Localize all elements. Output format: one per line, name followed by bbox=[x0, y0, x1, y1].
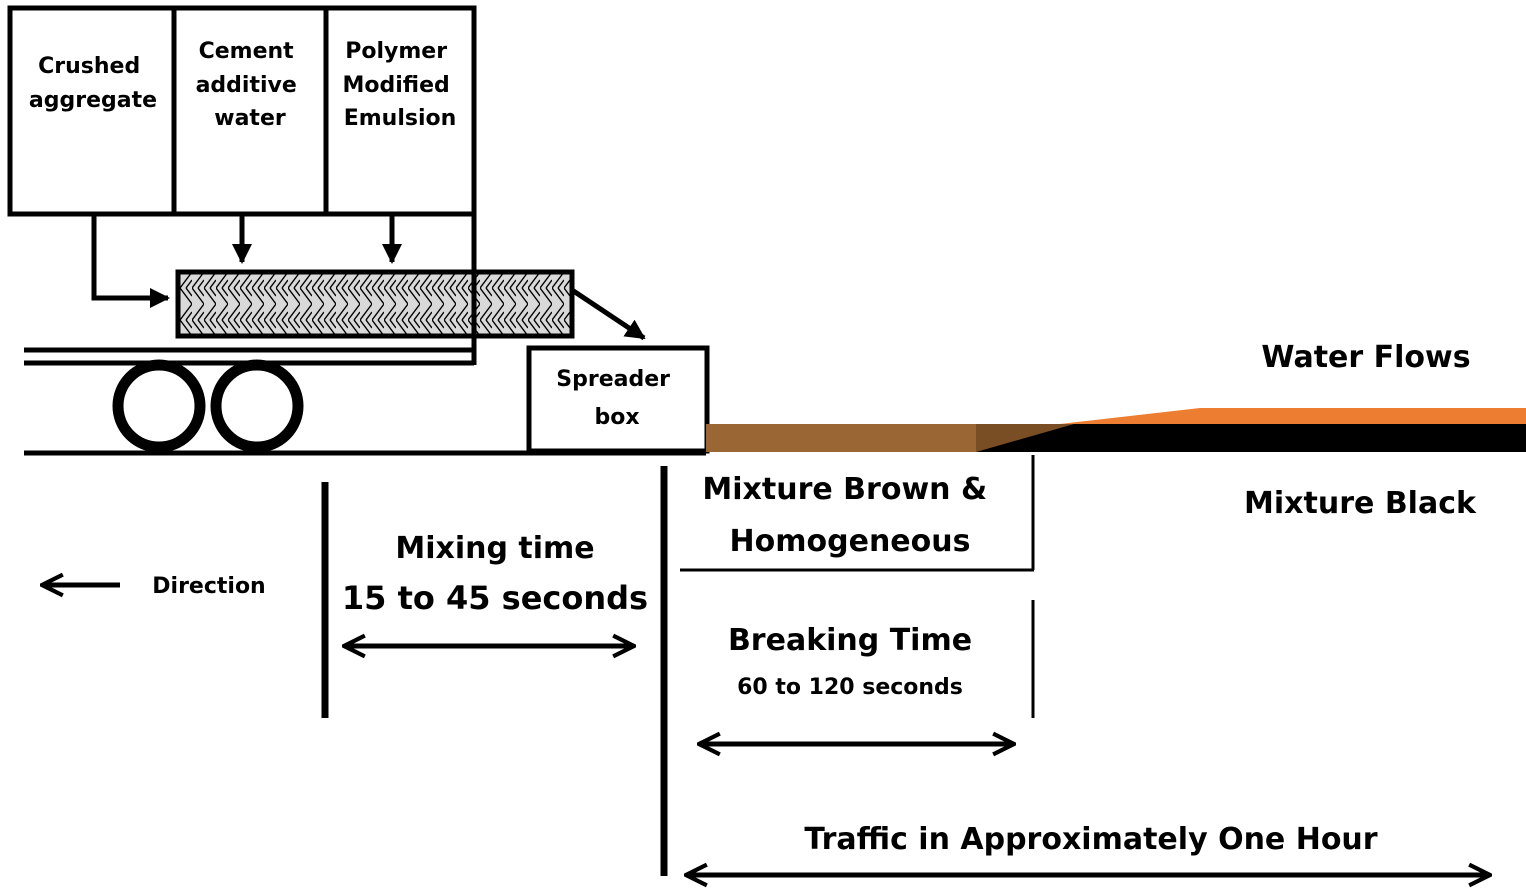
spreader-box-label: Spreader box bbox=[556, 367, 677, 430]
feed-arrows bbox=[91, 214, 646, 341]
orange-water-layer bbox=[1060, 408, 1526, 424]
mixture-black-label: Mixture Black bbox=[1244, 486, 1477, 521]
hopper-emulsion-line-1: Polymer bbox=[345, 39, 447, 64]
auger-to-spreader-arrow bbox=[570, 287, 646, 341]
mixture-brown-line-2: Homogeneous bbox=[730, 524, 971, 559]
breaking-time-range: 60 to 120 seconds bbox=[737, 675, 963, 700]
aggregate-feed-arrow bbox=[91, 214, 170, 308]
spreader-line-2: box bbox=[594, 405, 639, 430]
mixture-brown-label: Mixture Brown & Homogeneous bbox=[702, 472, 997, 559]
breaking-time-title: Breaking Time bbox=[728, 623, 972, 658]
spreader-line-1: Spreader bbox=[556, 367, 670, 392]
water-flows-label: Water Flows bbox=[1261, 340, 1470, 375]
mixing-auger bbox=[175, 269, 575, 339]
hopper-aggregate-line-1: Crushed bbox=[38, 54, 140, 79]
mixing-time-title: Mixing time bbox=[395, 531, 594, 566]
rear-wheel-2 bbox=[210, 359, 304, 453]
rear-wheel-1 bbox=[112, 359, 206, 453]
hopper-cement-line-2: additive bbox=[196, 73, 297, 98]
hopper-aggregate-line-2: aggregate bbox=[29, 88, 157, 113]
hopper-aggregate-label: Crushed aggregate bbox=[29, 54, 157, 113]
brown-mixture-layer bbox=[706, 424, 1034, 452]
truck-frame bbox=[24, 214, 706, 456]
hopper-emulsion-label: Polymer Modified Emulsion bbox=[343, 39, 458, 131]
traffic-label: Traffic in Approximately One Hour bbox=[804, 822, 1377, 857]
hopper-cement-line-3: water bbox=[214, 106, 286, 131]
direction-label: Direction bbox=[152, 574, 265, 599]
road-layers bbox=[706, 408, 1526, 452]
mixture-brown-line-1: Mixture Brown & bbox=[702, 472, 987, 507]
hopper-cement-label: Cement additive water bbox=[196, 39, 305, 131]
hopper-emulsion-line-3: Emulsion bbox=[344, 106, 457, 131]
black-mixture-layer bbox=[976, 424, 1526, 452]
hopper-cement-line-1: Cement bbox=[199, 39, 295, 64]
hopper-emulsion-box bbox=[323, 5, 477, 217]
mixing-time-range: 15 to 45 seconds bbox=[342, 579, 648, 617]
spreader-box bbox=[526, 345, 710, 454]
hopper-emulsion-line-2: Modified bbox=[343, 73, 450, 98]
brown-transition bbox=[976, 424, 1074, 452]
